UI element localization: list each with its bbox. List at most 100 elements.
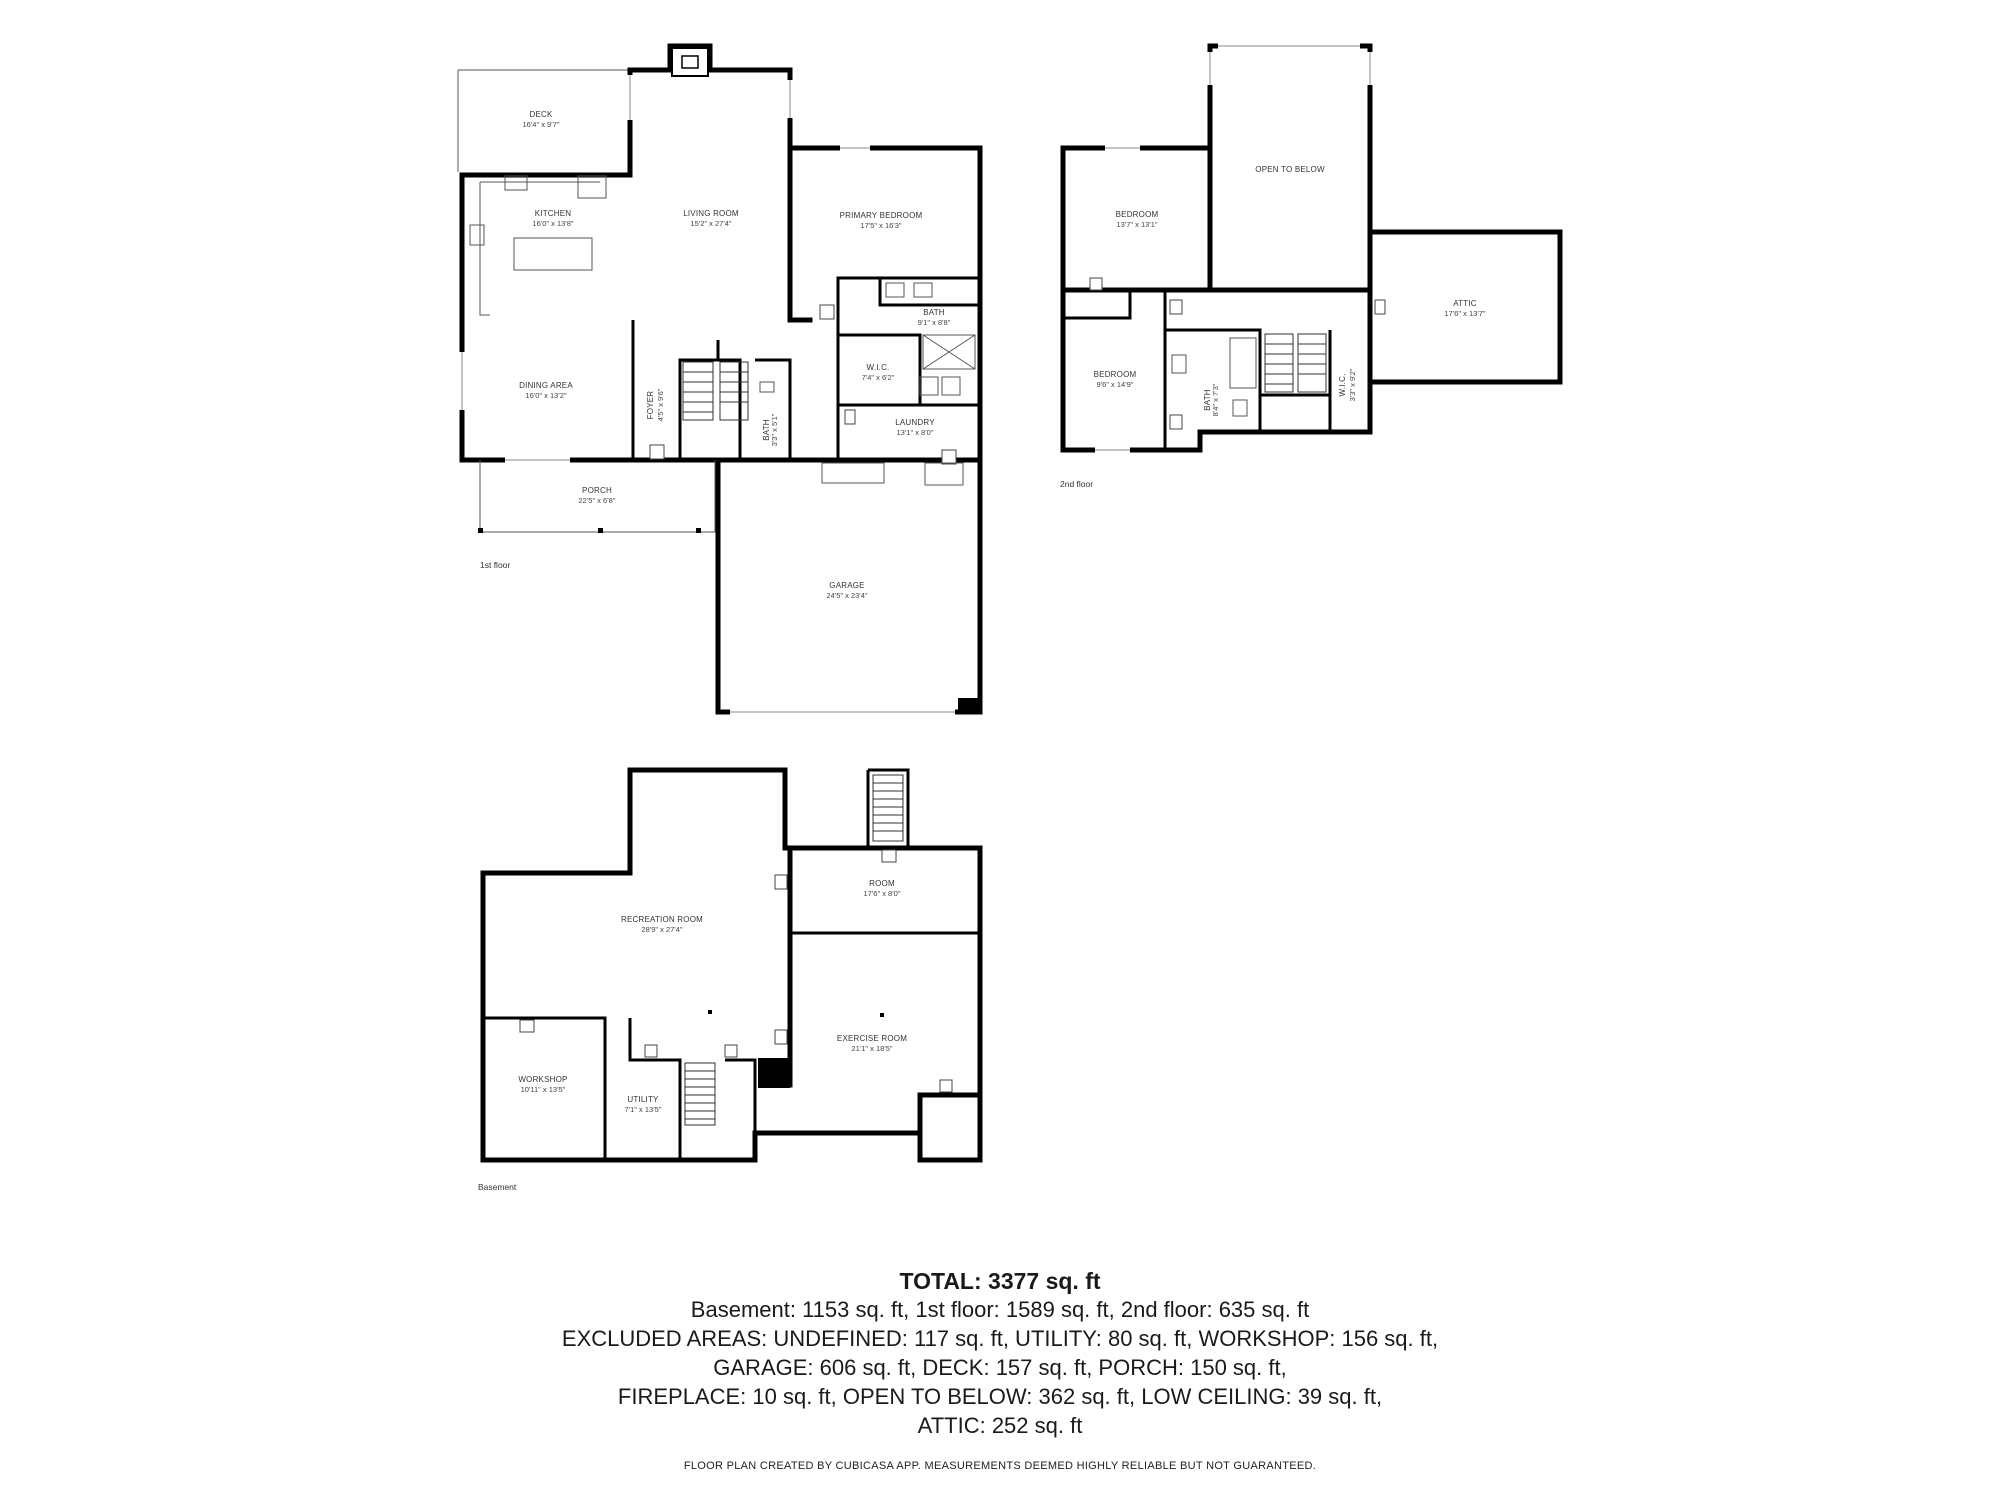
dryer [941, 376, 961, 396]
shower [922, 334, 976, 370]
kitchen-island [513, 237, 593, 271]
room-dims-deck: 16'4" x 9'7" [523, 120, 560, 129]
room-name-recreation: RECREATION ROOM [621, 915, 703, 924]
room-dims-workshop: 10'11" x 13'5" [521, 1085, 566, 1094]
excluded-areas-line: FIREPLACE: 10 sq. ft, OPEN TO BELOW: 362… [617, 1384, 1383, 1409]
door-swing [1169, 414, 1183, 430]
interior-wall [836, 276, 980, 320]
room-dims-utility: 7'1" x 13'5" [625, 1105, 662, 1114]
floor-area-summary: Basement: 1153 sq. ft, 1st floor: 1589 s… [690, 1297, 1310, 1322]
interior-wall [1165, 328, 1262, 432]
room-name-bedroom-b: BEDROOM [1094, 370, 1137, 379]
washer [919, 376, 939, 396]
disclaimer: FLOOR PLAN CREATED BY CUBICASA APP. MEAS… [683, 1460, 1317, 1472]
interior-wall [628, 1018, 682, 1160]
room-name-dining: DINING AREA [519, 381, 573, 390]
shower-mark [922, 334, 976, 370]
room-dims-recreation: 28'9" x 27'4" [641, 925, 682, 934]
toilet [759, 381, 775, 393]
basement-wall [480, 767, 983, 1163]
support-block [758, 1058, 790, 1088]
second-floor-stairs [1264, 333, 1327, 393]
room-dims-kitchen: 16'0" x 13'8" [532, 219, 573, 228]
room-dims-bath-2: 8'4" x 7'3" [1211, 383, 1220, 416]
room-name-garage: GARAGE [829, 581, 864, 590]
room-dims-primary-bath: 9'1" x 8'8" [918, 318, 951, 327]
room-name-primary-bedroom: PRIMARY BEDROOM [840, 211, 923, 220]
room-name-wic: W.I.C. [867, 363, 890, 372]
room-name-attic: ATTIC [1453, 299, 1477, 308]
stove [469, 224, 485, 246]
room-name-half-bath: BATH [762, 419, 771, 441]
attic-wall [1367, 229, 1563, 385]
room-dims-attic: 17'6" x 13'7" [1444, 309, 1485, 318]
interior-wall [680, 340, 720, 362]
toilet [1232, 399, 1248, 417]
fireplace-inner [681, 55, 699, 69]
room-name-living: LIVING ROOM [683, 209, 739, 218]
interior-wall [787, 145, 813, 323]
door-swing [774, 1029, 788, 1045]
porch-outline [479, 460, 716, 533]
room-name-utility: UTILITY [627, 1095, 659, 1104]
room-name-foyer: FOYER [646, 391, 655, 420]
door-swing [1169, 299, 1183, 315]
room-dims-exercise: 21'1" x 18'5" [851, 1044, 892, 1053]
interior-wall [678, 358, 742, 460]
fireplace [671, 47, 709, 77]
basement-stairs [684, 774, 904, 1126]
door-swing [844, 409, 856, 425]
second-floor-wall [1060, 145, 1213, 293]
first-floor-wall [459, 172, 718, 463]
room-name-porch: PORCH [582, 486, 612, 495]
room-dims-wic: 7'4" x 6'2" [862, 373, 895, 382]
interior-wall [868, 768, 910, 848]
room-name-room: ROOM [869, 879, 895, 888]
room-name-bath-2: BATH [1203, 389, 1212, 411]
door-swing [774, 874, 788, 890]
first-floor-label: 1st floor [480, 560, 510, 570]
porch-post [696, 528, 701, 533]
support-post [880, 1013, 884, 1017]
room-name-workshop: WORKSHOP [518, 1075, 567, 1084]
support-post [708, 1010, 712, 1014]
excluded-areas-line: GARAGE: 606 sq. ft, DECK: 157 sq. ft, PO… [713, 1355, 1287, 1380]
garage-step [821, 462, 885, 484]
utility-door [644, 1044, 658, 1058]
excluded-areas-line: EXCLUDED AREAS: UNDEFINED: 117 sq. ft, U… [561, 1326, 1439, 1351]
refrigerator [577, 175, 607, 199]
front-door [649, 444, 665, 460]
kitchen-counter [479, 181, 600, 316]
interior-wall [1063, 290, 1132, 320]
room-name-exercise: EXERCISE ROOM [837, 1034, 907, 1043]
room-dims-bedroom-a: 13'7" x 13'1" [1116, 220, 1157, 229]
bath-sink [1171, 354, 1187, 374]
room-dims-laundry: 13'1" x 8'0" [897, 428, 934, 437]
door-swing [724, 1044, 738, 1058]
room-dims-room: 17'6" x 8'0" [864, 889, 901, 898]
porch-post [478, 528, 483, 533]
room-name-kitchen: KITCHEN [535, 209, 572, 218]
interior-wall [483, 1016, 607, 1160]
garage-door-entry [941, 449, 957, 465]
basement-plan: RECREATION ROOM 28'9" x 27'4" ROOM 17'6"… [478, 767, 983, 1192]
room-dims-wic-2: 3'3" x 9'2" [1348, 368, 1357, 401]
second-floor-plan: BEDROOM 13'7" x 13'1" OPEN TO BELOW ATTI… [1060, 43, 1563, 489]
kitchen-sink [504, 175, 528, 191]
basement-label: Basement [478, 1182, 517, 1192]
second-floor-wall [1060, 287, 1373, 453]
interior-wall [755, 358, 792, 460]
room-name-open-below: OPEN TO BELOW [1255, 165, 1325, 174]
door-swing [881, 849, 897, 863]
door-swing [1089, 277, 1103, 291]
room-name-wic-2: W.I.C. [1338, 374, 1347, 397]
room-name-deck: DECK [529, 110, 552, 119]
door-swing [819, 304, 835, 320]
room-dims-porch: 22'5" x 6'8" [579, 496, 616, 505]
room-name-primary-bath: BATH [923, 308, 945, 317]
room-name-laundry: LAUNDRY [895, 418, 935, 427]
workshop-door [519, 1019, 535, 1033]
vanity-sink [885, 282, 905, 298]
bathtub [1229, 337, 1257, 389]
